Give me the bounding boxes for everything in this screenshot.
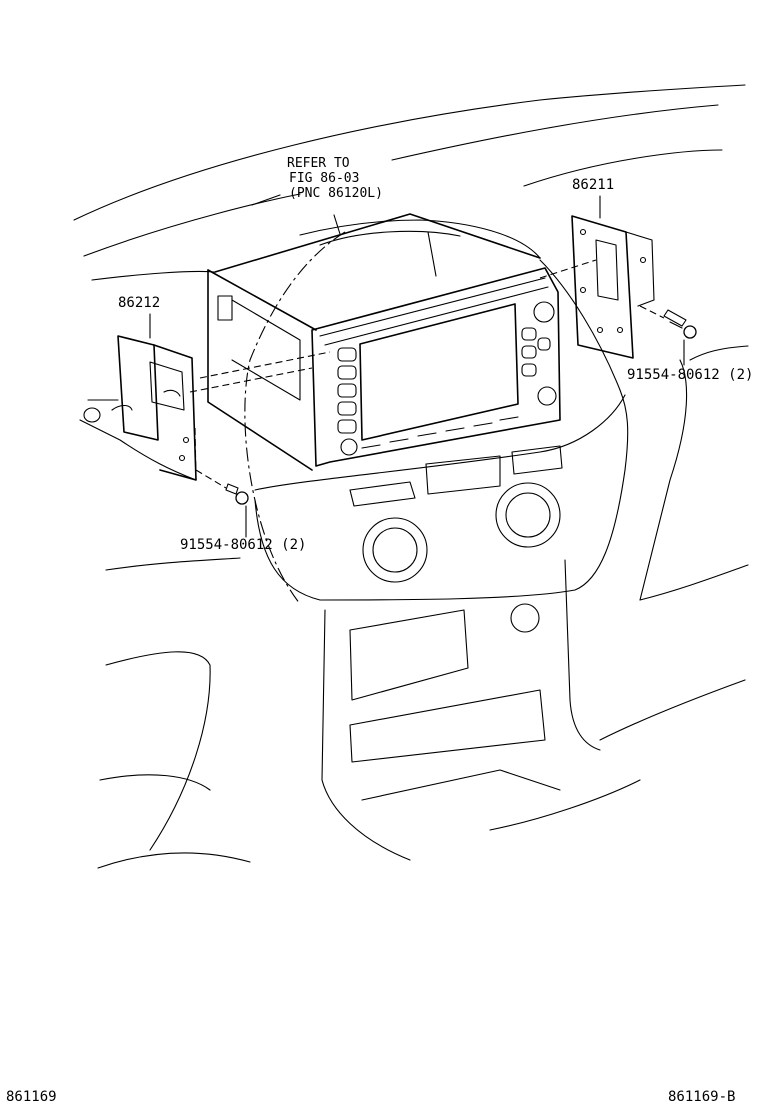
reference-note-line-3: (PNC 86120L) <box>289 186 383 201</box>
leader-lines <box>149 194 685 538</box>
callout-86211: 86211 <box>572 177 615 193</box>
footer-code-right: 861169-B <box>668 1089 736 1105</box>
dashboard-outline <box>73 84 749 571</box>
reference-note-line-1: REFER TO <box>287 156 350 171</box>
assembly-lines <box>189 231 665 605</box>
bracket-86211 <box>571 215 655 359</box>
screw-right <box>663 309 697 339</box>
screw-left <box>225 483 249 505</box>
callout-86212: 86212 <box>118 295 161 311</box>
callout-screw-right: 91554-80612 (2) <box>627 367 754 383</box>
center-console <box>254 259 641 861</box>
reference-note-line-2: FIG 86-03 <box>289 171 360 186</box>
callout-screw-left: 91554-80612 (2) <box>180 537 307 553</box>
navigation-audio-unit <box>207 213 561 471</box>
bracket-86212 <box>79 335 197 481</box>
door-trim-outline <box>97 359 749 869</box>
footer-code-left: 861169 <box>6 1089 57 1105</box>
